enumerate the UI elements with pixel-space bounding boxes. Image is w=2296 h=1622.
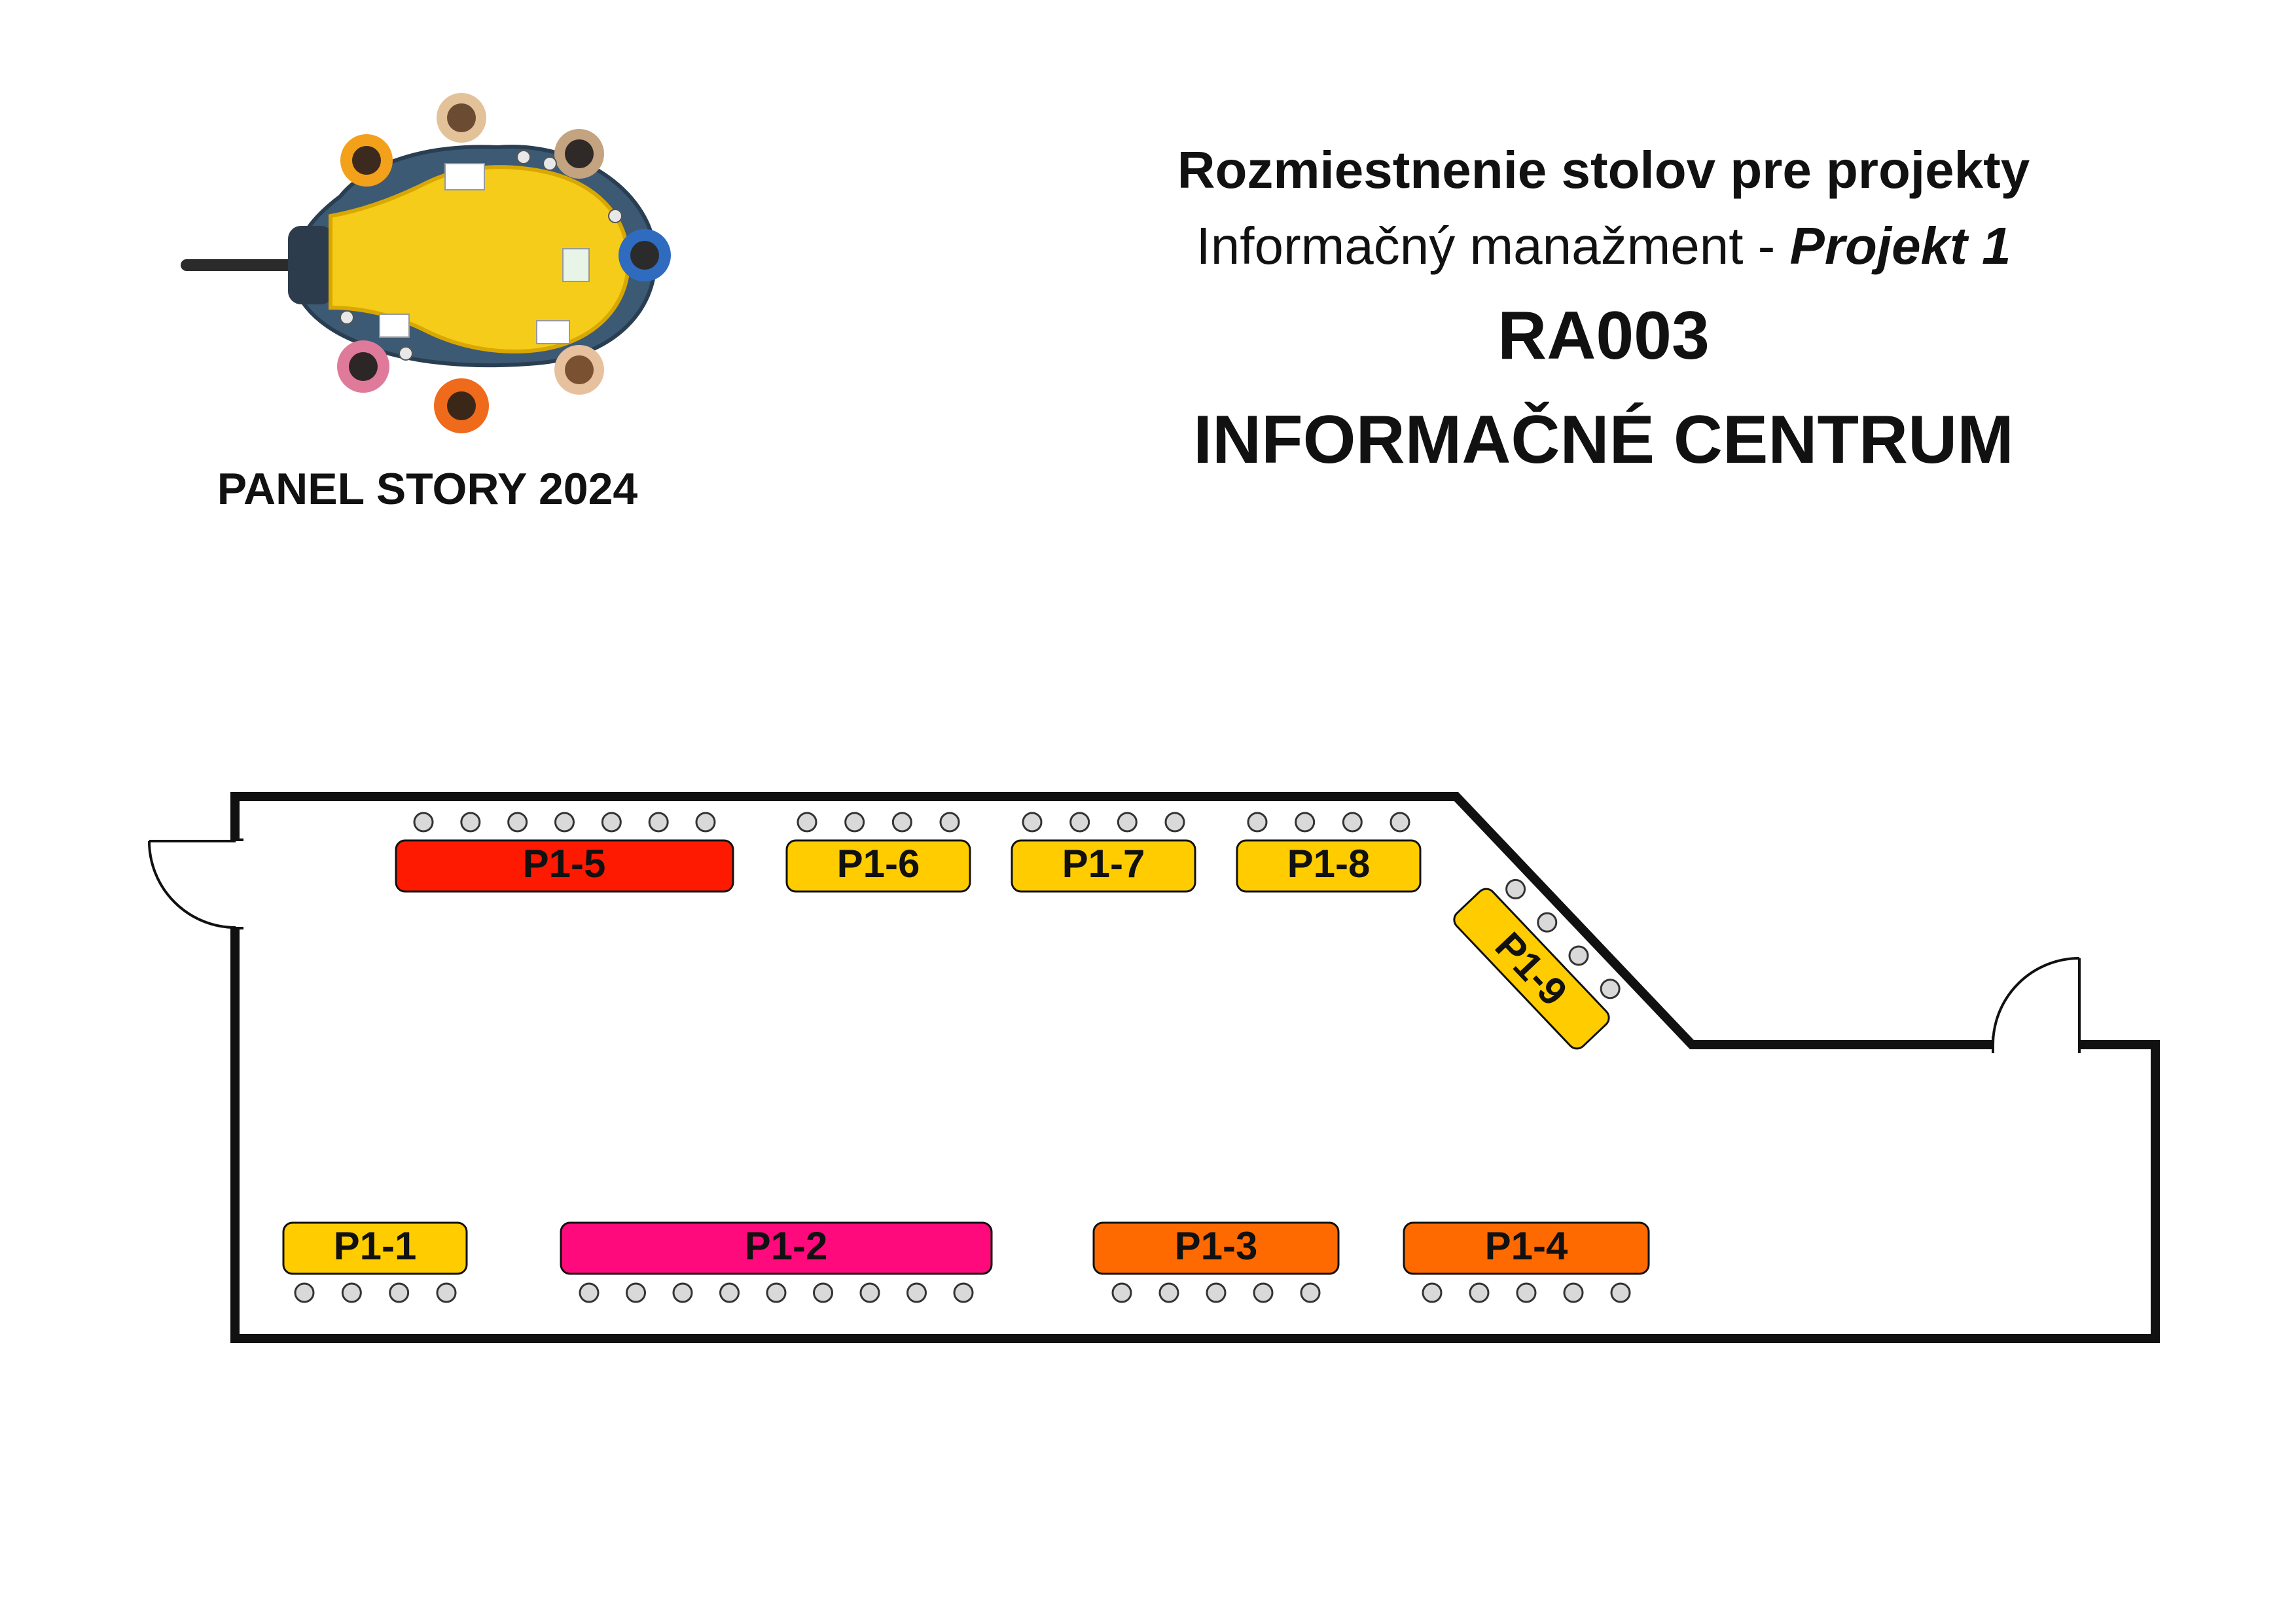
chair-icon	[389, 1282, 410, 1303]
chair-icon	[1253, 1282, 1274, 1303]
header-subtitle-prefix: Informačný manažment -	[1196, 217, 1790, 275]
panel-story-logo: PANEL STORY 2024	[181, 93, 671, 514]
chair-icon	[1295, 812, 1316, 833]
chair-icon	[672, 1282, 693, 1303]
table-label: P1-6	[837, 842, 920, 886]
chair-icon	[1158, 1282, 1179, 1303]
room-code: RA003	[1498, 298, 1710, 374]
header-subtitle-project: Projekt 1	[1790, 217, 2011, 275]
chair-icon	[1516, 1282, 1537, 1303]
chair-icon	[1111, 1282, 1132, 1303]
chair-icon	[1022, 812, 1043, 833]
room-wall	[230, 792, 2160, 1343]
table-label: P1-3	[1175, 1224, 1258, 1268]
table-label: P1-2	[745, 1224, 828, 1268]
chair-icon	[1117, 812, 1138, 833]
chair-icon	[294, 1282, 315, 1303]
left-door-icon	[148, 838, 243, 929]
table-p1-3[interactable]: P1-3	[1092, 1221, 1340, 1303]
chair-icon	[813, 1282, 833, 1303]
chair-icon	[1469, 1282, 1490, 1303]
chair-icon	[626, 1282, 646, 1303]
room-name: INFORMAČNÉ CENTRUM	[1193, 401, 2014, 478]
chair-icon	[341, 1282, 362, 1303]
chair-icon	[601, 812, 622, 833]
chair-icon	[1568, 945, 1589, 966]
people-icon	[337, 93, 671, 433]
chair-icon	[1247, 812, 1268, 833]
right-door-icon	[1992, 957, 2081, 1054]
chair-icon	[436, 1282, 457, 1303]
table-p1-1[interactable]: P1-1	[282, 1221, 468, 1303]
chair-icon	[891, 812, 912, 833]
table-p1-7[interactable]: P1-7	[1011, 812, 1196, 893]
chair-icon	[859, 1282, 880, 1303]
chair-icon	[554, 812, 575, 833]
chair-icon	[1164, 812, 1185, 833]
table-p1-6[interactable]: P1-6	[785, 812, 971, 893]
table-label: P1-4	[1485, 1224, 1568, 1268]
chair-icon	[939, 812, 960, 833]
chair-icon	[797, 812, 817, 833]
tables: P1-5 P1-6 P1-7 P1-8	[282, 812, 1650, 1303]
chair-icon	[1069, 812, 1090, 833]
chair-icon	[719, 1282, 740, 1303]
header-title: Rozmiestnenie stolov pre projekty	[1177, 141, 2030, 199]
chair-icon	[460, 812, 481, 833]
table-p1-5[interactable]: P1-5	[395, 812, 734, 893]
table-items-icon	[340, 150, 622, 361]
chair-icon	[507, 812, 528, 833]
header: Rozmiestnenie stolov pre projekty Inform…	[1177, 141, 2030, 478]
table-p1-4[interactable]: P1-4	[1403, 1221, 1650, 1303]
chair-icon	[1537, 912, 1558, 933]
table-label: P1-7	[1062, 842, 1145, 886]
chair-icon	[413, 812, 434, 833]
chair-icon	[1390, 812, 1410, 833]
chair-icon	[1610, 1282, 1631, 1303]
bulb-cap-icon	[288, 226, 334, 304]
chair-icon	[1600, 979, 1621, 1000]
chair-icon	[1300, 1282, 1321, 1303]
chair-icon	[648, 812, 669, 833]
table-p1-2[interactable]: P1-2	[560, 1221, 993, 1303]
table-p1-8[interactable]: P1-8	[1236, 812, 1422, 893]
header-subtitle: Informačný manažment - Projekt 1	[1196, 217, 2011, 275]
chair-icon	[953, 1282, 974, 1303]
chair-icon	[1342, 812, 1363, 833]
chair-icon	[844, 812, 865, 833]
chair-icon	[1206, 1282, 1227, 1303]
chair-icon	[766, 1282, 787, 1303]
table-label: P1-1	[334, 1224, 417, 1268]
table-label: P1-8	[1287, 842, 1371, 886]
chair-icon	[1563, 1282, 1584, 1303]
chair-icon	[906, 1282, 927, 1303]
logo-caption: PANEL STORY 2024	[217, 464, 638, 514]
floor-plan: P1-5 P1-6 P1-7 P1-8	[148, 792, 2160, 1343]
table-label: P1-5	[523, 842, 606, 886]
chair-icon	[1505, 878, 1526, 899]
chair-icon	[1422, 1282, 1443, 1303]
chair-icon	[579, 1282, 600, 1303]
chair-icon	[695, 812, 716, 833]
